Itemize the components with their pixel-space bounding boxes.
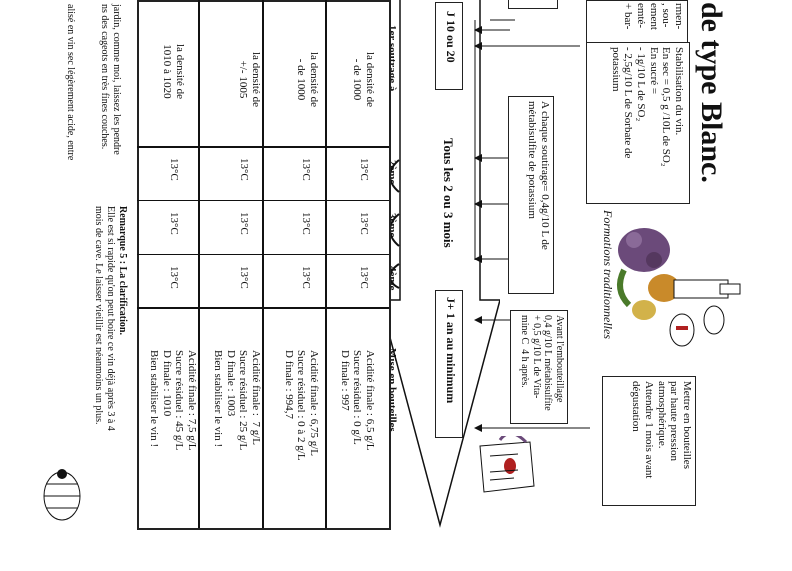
table-divider <box>137 254 389 255</box>
aging-note-box: Mettre en bouteilles par haute pression … <box>602 376 696 506</box>
left-note-line: jardin, comme moi, laissez les pendre <box>111 4 122 155</box>
bottling-note-box: Avant l'embouteillage 0,4 g/10 L métabis… <box>510 310 568 424</box>
partial-note-box: rmen- , sou- ement emté- + bar- <box>586 0 688 48</box>
wine-logo-illustration <box>617 228 741 347</box>
table-row-result: Acidité finale : 6,5 g/L Sucre résiduel … <box>338 350 376 451</box>
table-divider <box>137 200 389 201</box>
logo-text: Formations traditionnelles <box>601 210 615 339</box>
table-cell-temp: 13°C <box>168 212 180 235</box>
table-cell-temp: 13°C <box>358 158 370 181</box>
left-note-line: alisé en vin sec légèrement acide, entre <box>65 4 76 161</box>
table-row-density: la densité de +/- 1005 <box>237 52 262 107</box>
racking-note-box: A chaque soutirage= 0,4g/10 L de métabis… <box>508 96 554 294</box>
table-cell-temp: 13°C <box>358 212 370 235</box>
table-cell-temp: 13°C <box>238 212 250 235</box>
table-divider <box>137 307 389 309</box>
process-arrow <box>380 0 500 528</box>
left-note-line: ns des cageots en très fines couches. <box>99 4 110 150</box>
remark-title: Remarque 5 : La clarification. <box>117 206 128 335</box>
table-divider <box>198 0 200 528</box>
table-row-density: la densité de - de 1000 <box>351 52 376 107</box>
table-cell-temp: 13°C <box>358 266 370 289</box>
partial-note-top <box>508 0 558 9</box>
table-cell-temp: 13°C <box>168 158 180 181</box>
stabilisation-box: Stabilisation du vin. En sec = 0,5 g /10… <box>586 42 690 204</box>
stage-label-end: J+ 1 an au minimum <box>435 290 463 438</box>
stage-label-start: J 10 ou 20 <box>435 2 463 90</box>
table-divider <box>262 0 264 528</box>
partial-note-text: rmen- , sou- ement emté- + bar- <box>622 3 685 30</box>
table-cell-temp: 13°C <box>300 266 312 289</box>
stabilisation-text: Stabilisation du vin. En sec = 0,5 g /10… <box>609 47 685 167</box>
table-row-result: Acidité finale : 7,5 g/L Sucre résiduel … <box>148 350 198 451</box>
table-cell-temp: 13°C <box>238 158 250 181</box>
aging-note-text: Mettre en bouteilles par haute pression … <box>630 381 693 479</box>
table-divider <box>137 146 389 148</box>
barrel-illustration <box>43 469 81 521</box>
table-cell-temp: 13°C <box>168 266 180 289</box>
connector-arrows <box>474 19 590 432</box>
page-title: de type Blanc. <box>695 2 728 183</box>
table-cell-temp: 13°C <box>238 266 250 289</box>
table-row-result: Acidité finale : 6,75 g/L Sucre résiduel… <box>282 350 320 461</box>
fermentation-table <box>137 0 391 530</box>
table-row-result: Acidité finale : 7 g/L Sucre résiduel : … <box>212 350 262 451</box>
table-row-density: la densité de - de 1000 <box>295 52 320 107</box>
scroll-illustration <box>479 436 535 493</box>
table-row-density: la densité de 1010 à 1020 <box>161 44 186 99</box>
table-divider <box>325 0 327 528</box>
table-cell-temp: 13°C <box>300 212 312 235</box>
racking-note-text: A chaque soutirage= 0,4g/10 L de métabis… <box>526 101 551 250</box>
remark-text: Elle est si rapide qu'on peut boire ce v… <box>93 206 117 431</box>
table-cell-temp: 13°C <box>300 158 312 181</box>
bottling-note-text: Avant l'embouteillage 0,4 g/10 L métabis… <box>519 315 566 411</box>
